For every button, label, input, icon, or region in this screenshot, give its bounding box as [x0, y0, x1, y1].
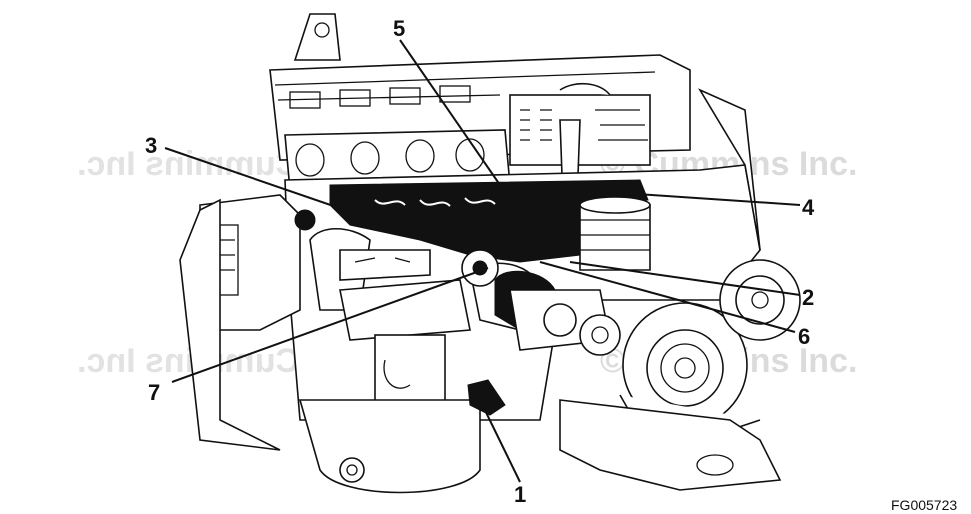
oil-pan: [298, 399, 481, 494]
oil-passage: [467, 379, 506, 416]
leader-line-1: [479, 399, 521, 483]
leader-lines: [164, 39, 801, 483]
engine-mount: [559, 399, 782, 491]
leader-line-7: [171, 267, 489, 383]
leader-line-2: [569, 261, 801, 296]
leader-line-4: [577, 189, 801, 206]
callout-4: 4: [802, 195, 815, 220]
leader-line-6: [539, 261, 796, 333]
fan-pulley: [719, 259, 801, 341]
coolant-passage: [329, 179, 649, 263]
callout-1: 1: [514, 482, 526, 507]
callout-7: 7: [148, 380, 160, 405]
flywheel-housing: [179, 198, 281, 451]
lifting-bracket: [293, 13, 341, 61]
gear-train: [494, 270, 621, 356]
callout-6: 6: [798, 324, 810, 349]
watermark-mirrored-top: Cummins Inc.: [77, 145, 300, 183]
callout-3: 3: [145, 133, 157, 158]
callout-5: 5: [393, 16, 405, 41]
piston: [579, 196, 651, 271]
leader-line-5: [399, 39, 501, 186]
leader-line-3: [164, 147, 381, 223]
figure-code: FG005723: [891, 497, 957, 513]
callout-2: 2: [802, 285, 814, 310]
valve-train: [509, 82, 651, 176]
